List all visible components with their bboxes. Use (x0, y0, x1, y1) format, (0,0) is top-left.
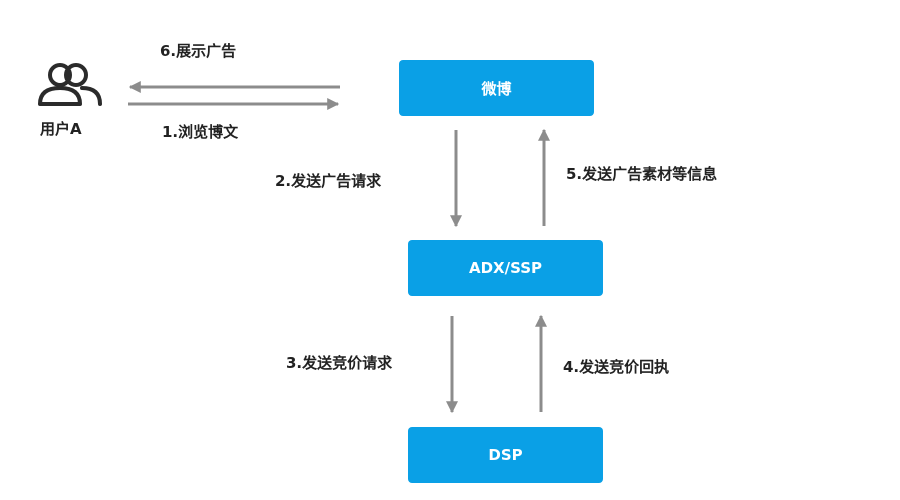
edge-label-show-ad: 6.展示广告 (160, 42, 237, 60)
edge-label-send-ad-request: 2.发送广告请求 (275, 172, 382, 190)
users-icon (38, 63, 102, 106)
edge-label-send-ad-material: 5.发送广告素材等信息 (566, 165, 718, 183)
edge-label-browse: 1.浏览博文 (162, 123, 239, 141)
node-adx-ssp: ADX/SSP (408, 240, 603, 296)
user-label: 用户A (40, 120, 82, 138)
edge-label-send-bid-request: 3.发送竞价请求 (286, 354, 393, 372)
node-weibo: 微博 (399, 60, 594, 116)
edge-label-send-bid-response: 4.发送竞价回执 (563, 358, 670, 376)
node-dsp: DSP (408, 427, 603, 483)
